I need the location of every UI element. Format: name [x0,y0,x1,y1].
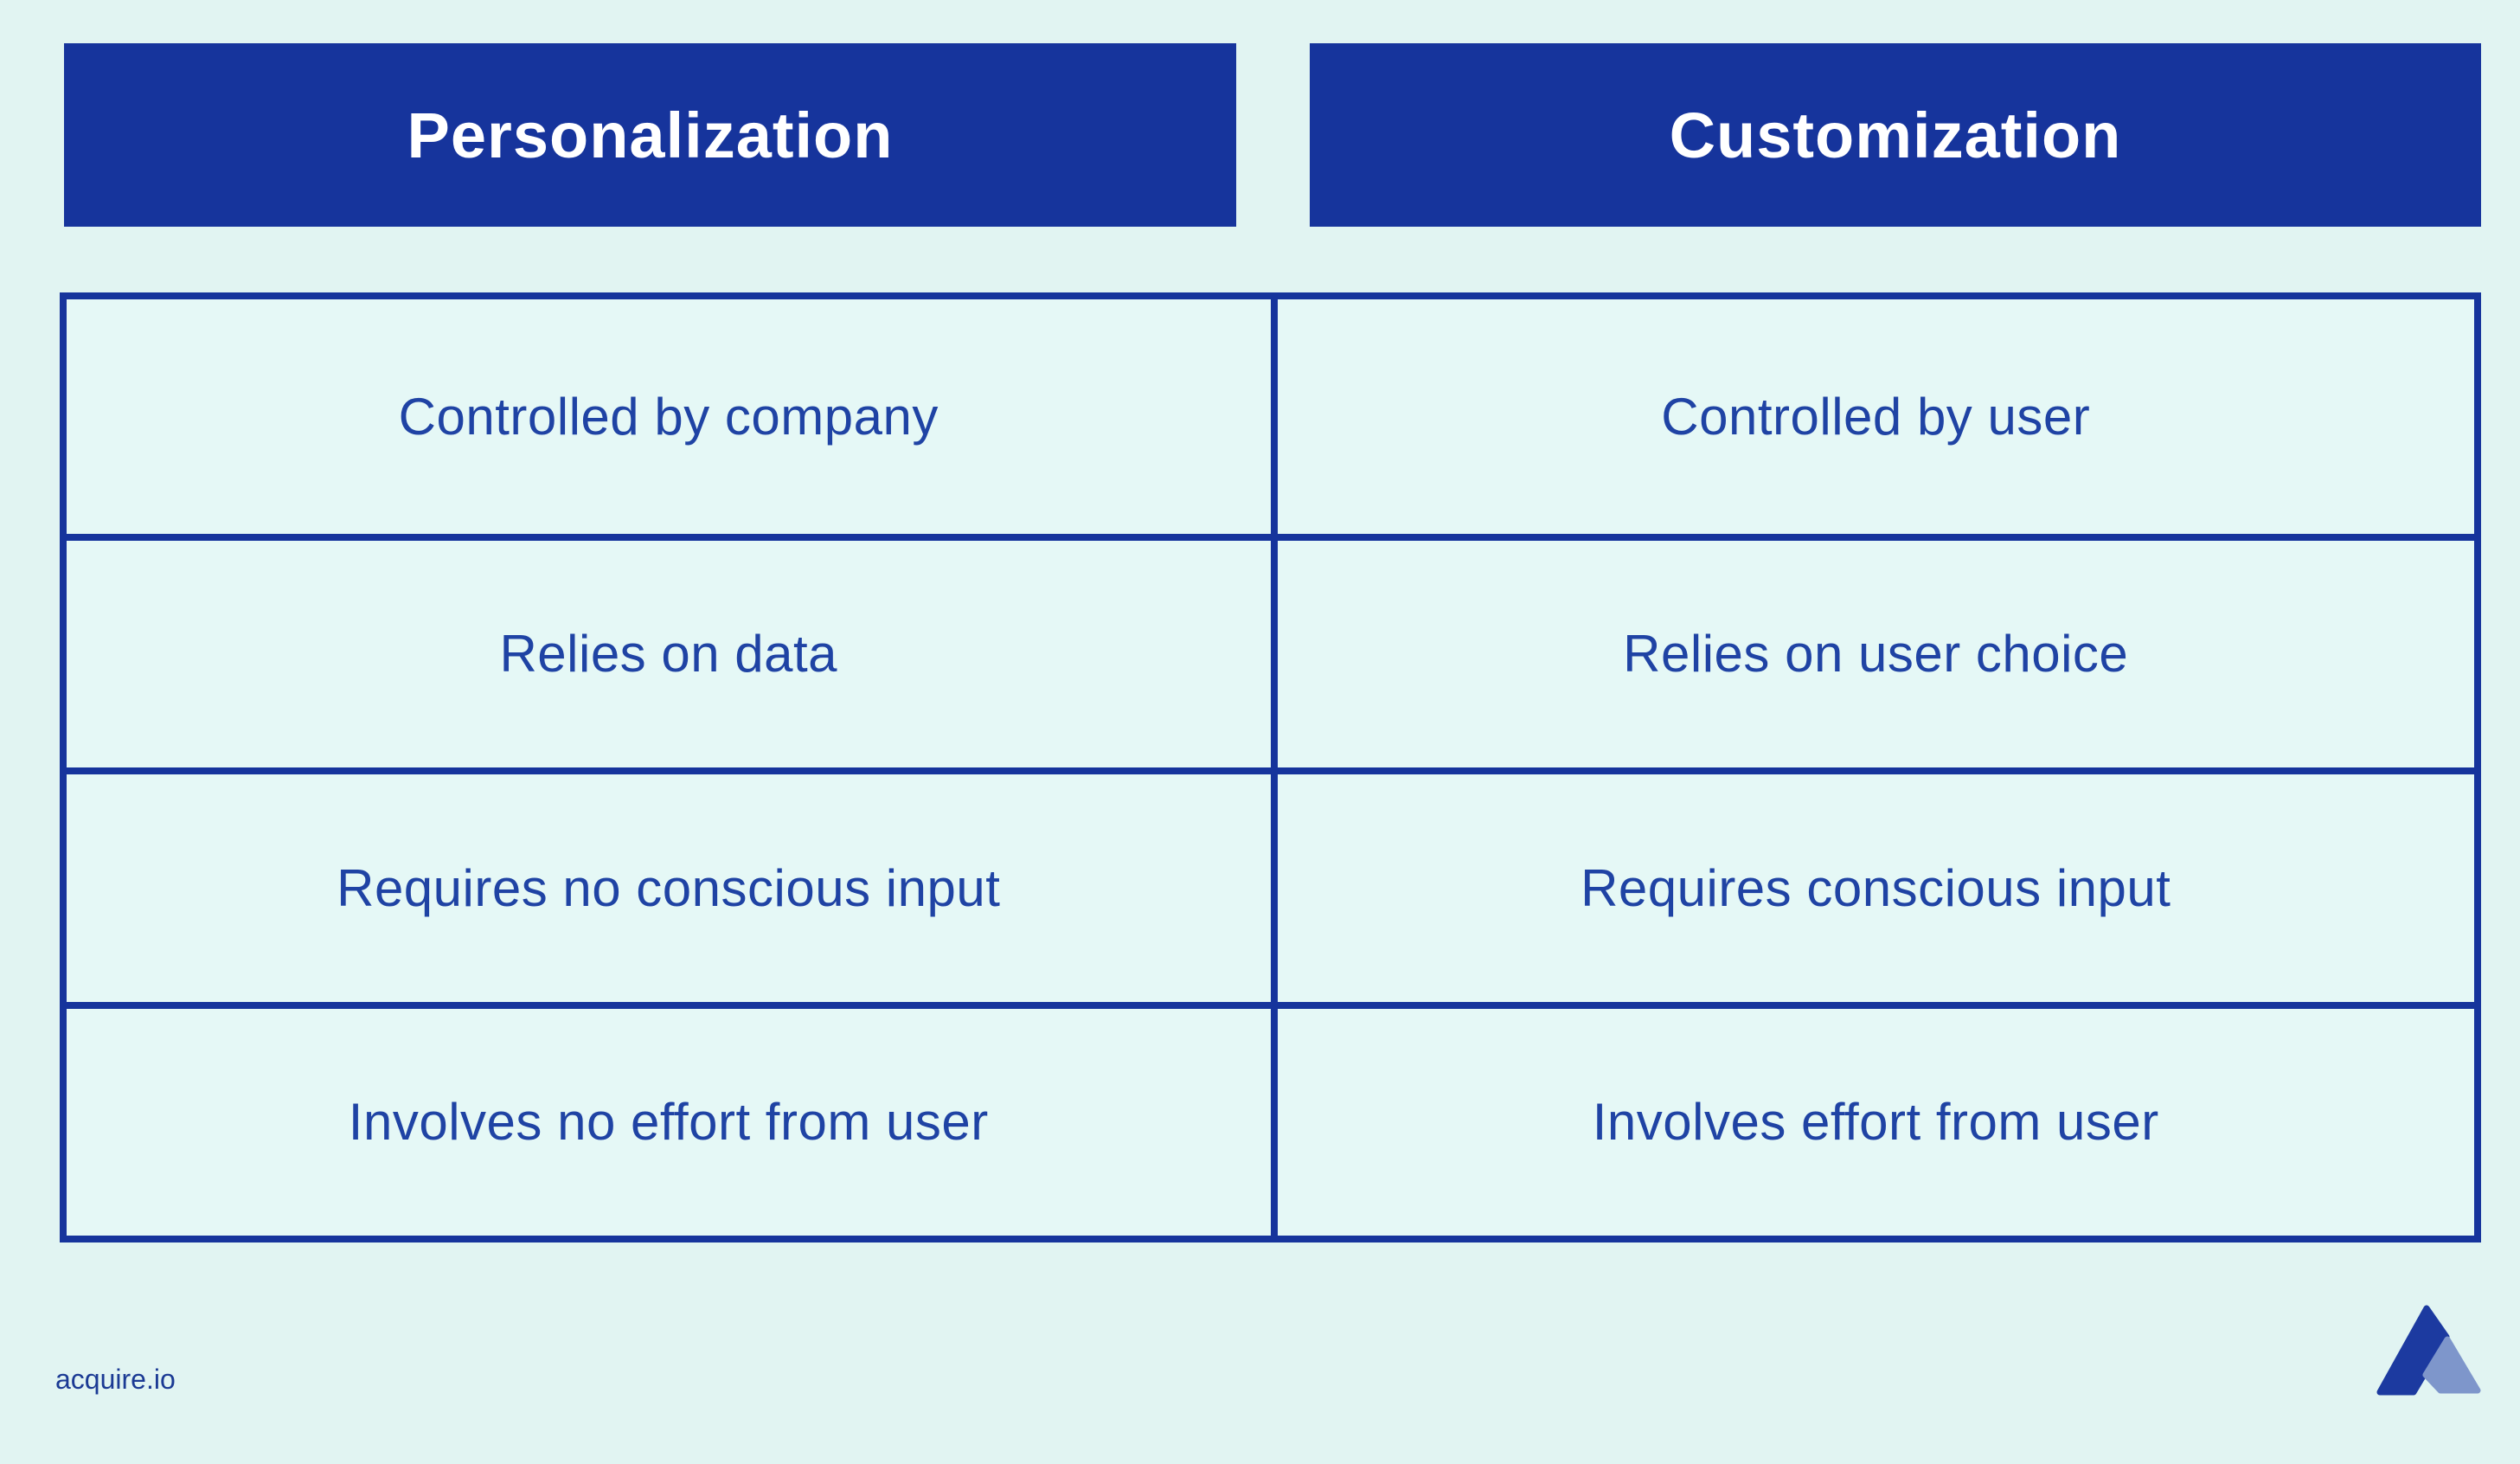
table-cell-customization-row2: Relies on user choice [1270,533,2474,767]
cell-label: Requires conscious input [1581,858,2171,917]
table-cell-customization-row1: Controlled by user [1270,299,2474,534]
table-cell-personalization-row2: Relies on data [67,533,1271,767]
comparison-table: Controlled by company Controlled by user… [60,292,2481,1242]
brand-text: acquire.io [55,1364,176,1395]
header-customization: Customization [1310,43,2481,227]
header-personalization-label: Personalization [407,99,894,171]
cell-label: Controlled by company [398,387,939,446]
header-customization-label: Customization [1669,99,2122,171]
cell-label: Relies on user choice [1623,625,2129,684]
header-personalization: Personalization [64,43,1236,227]
table-cell-customization-row3: Requires conscious input [1270,767,2474,1002]
cell-label: Requires no conscious input [337,858,1001,917]
table-cell-personalization-row1: Controlled by company [67,299,1271,534]
table-cell-customization-row4: Involves effort from user [1270,1001,2474,1236]
cell-label: Involves effort from user [1592,1093,2159,1152]
logo-left-stroke-shape [2376,1305,2450,1396]
acquire-logo-icon [2376,1305,2481,1396]
cell-label: Controlled by user [1661,387,2091,446]
cell-label: Involves no effort from user [348,1093,989,1152]
table-cell-personalization-row3: Requires no conscious input [67,767,1271,1002]
logo-right-leg-shape [2422,1336,2481,1394]
cell-label: Relies on data [499,625,838,684]
table-cell-personalization-row4: Involves no effort from user [67,1001,1271,1236]
